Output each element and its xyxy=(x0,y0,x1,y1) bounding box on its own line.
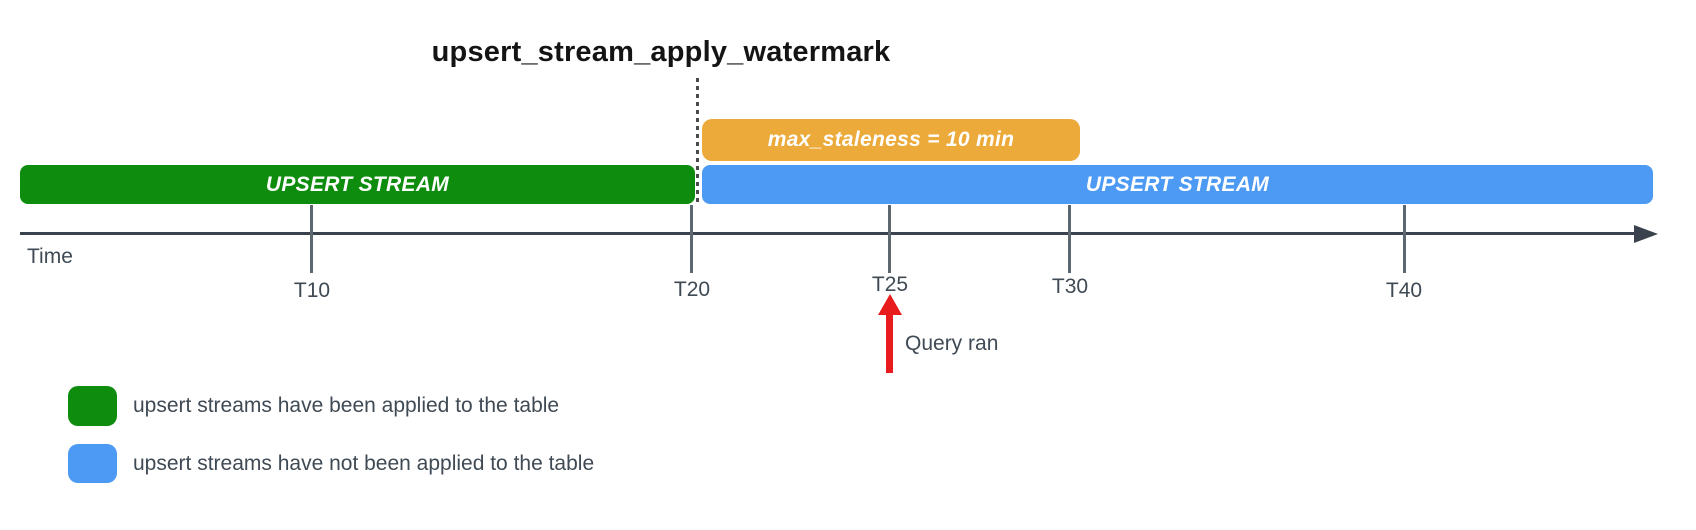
tick-t20 xyxy=(690,205,693,273)
tick-label-t25: T25 xyxy=(871,273,909,296)
legend-label-not-applied: upsert streams have not been applied to … xyxy=(133,451,595,475)
upsert-stream-pending-bar: UPSERT STREAM xyxy=(702,165,1653,204)
legend-label-applied: upsert streams have been applied to the … xyxy=(133,394,560,417)
diagram-title: upsert_stream_apply_watermark xyxy=(431,36,891,68)
query-ran-label: Query ran xyxy=(905,332,999,355)
time-axis-label: Time xyxy=(27,245,73,268)
legend-item-not-applied: upsert streams have not been applied to … xyxy=(68,444,594,483)
tick-t30 xyxy=(1068,205,1071,273)
tick-t25 xyxy=(888,205,891,273)
upsert-stream-pending-label: UPSERT STREAM xyxy=(1085,172,1270,196)
legend-item-applied: upsert streams have been applied to the … xyxy=(68,386,559,426)
tick-label-t30: T30 xyxy=(1051,275,1089,298)
axis-arrowhead-icon xyxy=(1634,225,1658,243)
legend-swatch-not-applied xyxy=(68,444,117,483)
max-staleness-bar: max_staleness = 10 min xyxy=(702,119,1080,161)
tick-t10 xyxy=(310,205,313,273)
max-staleness-label: max_staleness = 10 min xyxy=(767,128,1015,151)
upsert-stream-applied-bar: UPSERT STREAM xyxy=(20,165,695,204)
query-arrow-shaft xyxy=(886,312,893,373)
tick-label-t40: T40 xyxy=(1385,279,1423,302)
time-axis-line xyxy=(20,232,1636,235)
tick-label-t10: T10 xyxy=(293,279,331,302)
watermark-dashed-line xyxy=(696,78,699,204)
upsert-stream-applied-label: UPSERT STREAM xyxy=(265,172,450,196)
tick-t40 xyxy=(1403,205,1406,273)
query-arrow-up-icon xyxy=(878,294,902,315)
legend-swatch-applied xyxy=(68,386,117,426)
tick-label-t20: T20 xyxy=(673,278,711,301)
